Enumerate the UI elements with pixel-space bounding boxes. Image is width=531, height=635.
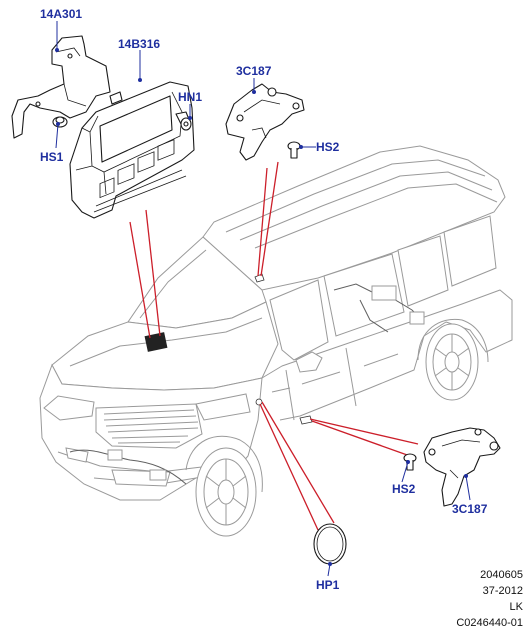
roof-bracket-marker (254, 273, 265, 283)
screw-hs1[interactable] (52, 116, 68, 128)
bracket-3c187-top[interactable] (225, 83, 305, 161)
vehicle-part-markers (144, 273, 313, 425)
bracket-3c187-bottom[interactable] (423, 427, 501, 507)
callout-hs2-top[interactable]: HS2 (316, 140, 340, 154)
plug-hp1[interactable] (313, 523, 347, 565)
horn-location-marker (255, 398, 263, 406)
callout-3c187-bottom[interactable]: 3C187 (452, 502, 488, 516)
reference-line-2: 37-2012 (482, 585, 523, 597)
callout-leaders (55, 21, 471, 577)
vehicle-outline (39, 145, 513, 537)
drawing-reference-block: 2040605 37-2012 LK C0246440-01 (456, 567, 523, 631)
reference-line-1: 2040605 (480, 569, 523, 581)
nut-hn1[interactable] (180, 117, 192, 131)
reference-line-3: LK (509, 601, 523, 613)
callout-14b316[interactable]: 14B316 (118, 37, 160, 51)
location-leader-lines (129, 161, 419, 531)
callout-hn1[interactable]: HN1 (178, 90, 202, 104)
reference-line-4: C0246440-01 (456, 617, 523, 629)
rear-bracket-marker (299, 415, 313, 425)
callout-14a301[interactable]: 14A301 (40, 7, 82, 21)
callout-hp1[interactable]: HP1 (316, 578, 340, 592)
control-module-14b316[interactable] (69, 81, 195, 219)
callout-3c187-top[interactable]: 3C187 (236, 64, 272, 78)
callout-hs1[interactable]: HS1 (40, 150, 64, 164)
bracket-14a301[interactable] (11, 35, 111, 139)
callout-hs2-bottom[interactable]: HS2 (392, 482, 416, 496)
screw-hs2-top[interactable] (287, 141, 301, 159)
